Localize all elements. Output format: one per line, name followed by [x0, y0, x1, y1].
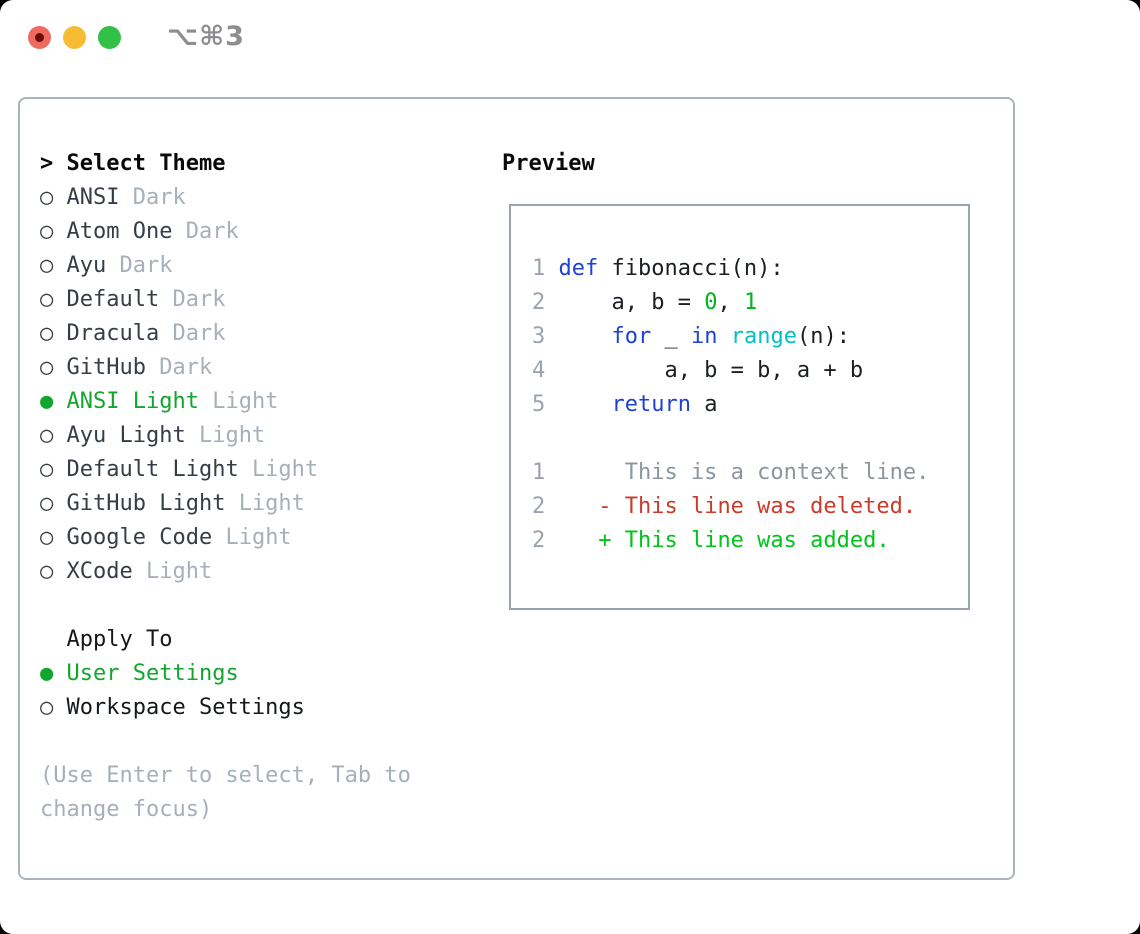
apply-to-header: Apply To: [66, 627, 173, 652]
code-line: 3 for _ in range(n):: [532, 320, 929, 354]
theme-picker-panel: > Select Theme ○ ANSI Dark ○ Atom One Dark…: [18, 97, 1015, 880]
theme-option[interactable]: ○ Atom One Dark: [40, 219, 239, 244]
select-theme-header: > Select Theme: [40, 151, 226, 176]
code-line: 2 a, b = 0, 1: [532, 286, 929, 320]
apply-to-option[interactable]: ○ Workspace Settings: [40, 695, 305, 720]
close-dot-icon: [35, 33, 44, 42]
theme-option[interactable]: ○ Ayu Dark: [40, 253, 173, 278]
line-number: 2: [532, 528, 546, 553]
code-line: 5 return a: [532, 388, 929, 422]
theme-option[interactable]: ○ XCode Light: [40, 559, 213, 584]
title-bar: ⌥⌘3: [0, 0, 1140, 74]
line-number: 4: [532, 358, 546, 383]
theme-option[interactable]: ○ Default Dark: [40, 287, 226, 312]
code-line: [532, 422, 929, 456]
line-number: 1: [532, 460, 546, 485]
theme-selector-column: > Select Theme ○ ANSI Dark ○ Atom One Dark…: [40, 147, 411, 827]
minimize-button[interactable]: [63, 26, 86, 49]
line-number: 2: [532, 494, 546, 519]
hint-line: (Use Enter to select, Tab to: [40, 763, 411, 788]
traffic-lights: [28, 26, 121, 49]
theme-option[interactable]: ○ ANSI Dark: [40, 185, 186, 210]
theme-option[interactable]: ○ Default Light Light: [40, 457, 319, 482]
spacer: [40, 725, 411, 759]
theme-option[interactable]: ○ GitHub Dark: [40, 355, 213, 380]
apply-to-option[interactable]: ● User Settings: [40, 661, 239, 686]
line-number: 5: [532, 392, 546, 417]
theme-option[interactable]: ○ Ayu Light Light: [40, 423, 266, 448]
spacer: [40, 589, 411, 623]
code-line: 1 This is a context line.: [532, 456, 929, 490]
hint-line: change focus): [40, 797, 213, 822]
close-button[interactable]: [28, 26, 51, 49]
theme-option[interactable]: ○ Dracula Dark: [40, 321, 226, 346]
theme-option[interactable]: ● ANSI Light Light: [40, 389, 279, 414]
zoom-button[interactable]: [98, 26, 121, 49]
theme-option[interactable]: ○ GitHub Light Light: [40, 491, 305, 516]
window-shortcut-label: ⌥⌘3: [167, 21, 245, 52]
line-number: 3: [532, 324, 546, 349]
preview-heading: Preview: [502, 151, 595, 176]
line-number: 2: [532, 290, 546, 315]
code-line: 2 - This line was deleted.: [532, 490, 929, 524]
theme-option[interactable]: ○ Google Code Light: [40, 525, 292, 550]
line-number: 1: [532, 256, 546, 281]
code-line: 4 a, b = b, a + b: [532, 354, 929, 388]
code-line: 2 + This line was added.: [532, 524, 929, 558]
